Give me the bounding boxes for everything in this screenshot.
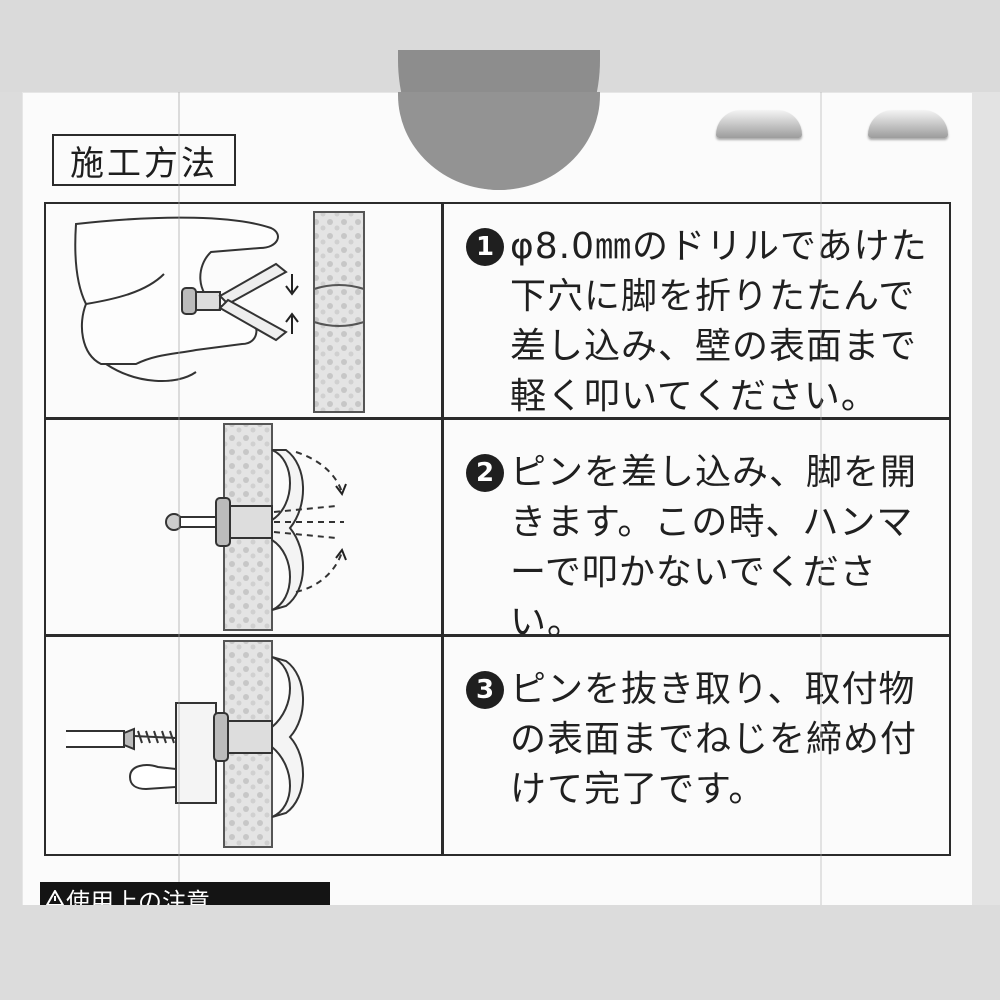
step-number-2: 2 <box>466 454 504 492</box>
step-2-illustration <box>46 420 444 634</box>
package-tab-right <box>868 110 948 138</box>
section-heading: 施工方法 <box>52 134 236 186</box>
card-fold-line-2 <box>820 92 822 907</box>
step-1-illustration <box>46 204 444 417</box>
step-number-3: 3 <box>466 671 504 709</box>
step-number-1: 1 <box>466 228 504 266</box>
step-3-illustration <box>46 637 444 854</box>
background-bottom <box>0 905 1000 1000</box>
step-row-1: 1 φ8.0㎜のドリルであけた下穴に脚を折りたたんで差し込み、壁の表面まで軽く叩… <box>46 204 949 417</box>
step-text-1: φ8.0㎜のドリルであけた下穴に脚を折りたたんで差し込み、壁の表面まで軽く叩いて… <box>510 226 928 417</box>
step-1: 1 φ8.0㎜のドリルであけた下穴に脚を折りたたんで差し込み、壁の表面まで軽く叩… <box>466 222 944 422</box>
step-row-3: 3 ピンを抜き取り、取付物の表面までねじを締め付けて完了です。 <box>46 634 949 854</box>
step-text-2: ピンを差し込み、脚を開きます。この時、ハンマーで叩かないでください。 <box>510 452 918 643</box>
warning-triangle-icon <box>46 890 64 906</box>
screw-fastening-hook-icon <box>66 640 304 848</box>
step-text-3: ピンを抜き取り、取付物の表面までねじを締め付けて完了です。 <box>510 669 918 810</box>
step-3: 3 ピンを抜き取り、取付物の表面までねじを締め付けて完了です。 <box>466 665 944 815</box>
instruction-table: 1 φ8.0㎜のドリルであけた下穴に脚を折りたたんで差し込み、壁の表面まで軽く叩… <box>44 202 951 856</box>
card-fold-line <box>178 92 180 907</box>
step-2: 2 ピンを差し込み、脚を開きます。この時、ハンマーで叩かないでください。 <box>466 448 944 648</box>
package-tab-left <box>716 110 802 138</box>
card-edge <box>972 92 1000 907</box>
hand-inserting-anchor-icon <box>74 211 365 413</box>
pin-opening-legs-icon <box>165 423 347 631</box>
step-row-2: 2 ピンを差し込み、脚を開きます。この時、ハンマーで叩かないでください。 <box>46 417 949 643</box>
